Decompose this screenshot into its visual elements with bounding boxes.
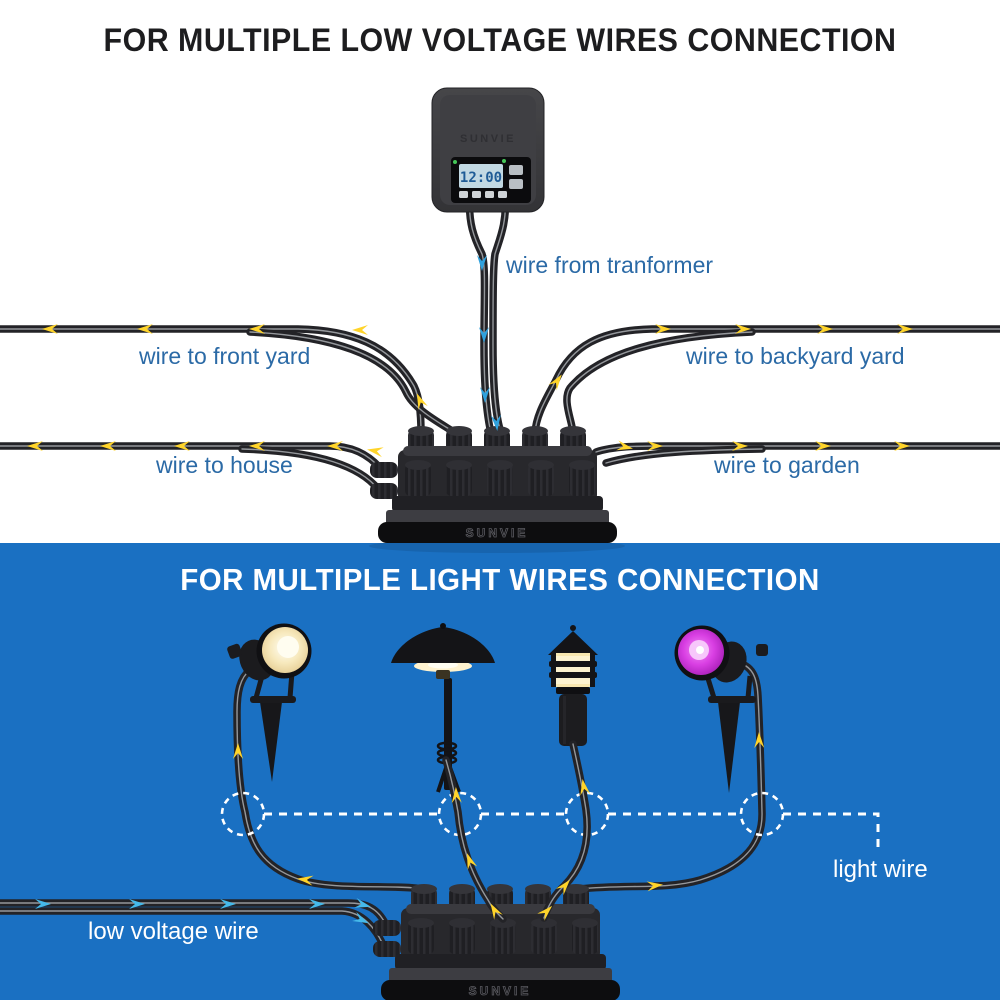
bottom-wires <box>0 662 762 947</box>
transformer-logo: SUNVIE <box>460 133 516 145</box>
panel-button <box>485 191 494 198</box>
lcd-screen <box>459 164 503 188</box>
light-bollard <box>548 625 598 746</box>
lcd-time: 12:00 <box>460 170 502 186</box>
light-wire-connection-guides <box>220 791 880 850</box>
label-wire-to-garden: wire to garden <box>714 452 860 478</box>
ground-spike <box>260 702 282 782</box>
label-wire-to-backyard-yard: wire to backyard yard <box>686 343 905 369</box>
connection-point <box>220 791 266 837</box>
connector-hub-bottom <box>372 883 621 1000</box>
light-pagoda-path <box>391 623 495 793</box>
connection-point <box>739 791 785 837</box>
transformer-control-panel: 12:00 <box>451 157 531 203</box>
top-section-title: FOR MULTIPLE LOW VOLTAGE WIRES CONNECTIO… <box>103 22 897 58</box>
label-wire-to-house: wire to house <box>156 452 293 478</box>
panel-button <box>498 191 507 198</box>
transformer: SUNVIE 12:00 <box>431 87 545 213</box>
side-button <box>509 179 523 189</box>
bottom-flow-arrows <box>35 731 765 928</box>
side-button <box>509 165 523 175</box>
pagoda-hat <box>391 627 495 663</box>
bollard-cap <box>548 631 598 655</box>
panel-button <box>459 191 468 198</box>
connector-hub-top <box>369 425 618 544</box>
label-wire-from-transformer: wire from tranformer <box>506 252 714 278</box>
light-purple-spotlight <box>674 625 768 793</box>
connection-point <box>564 791 610 837</box>
bottom-section-title: FOR MULTIPLE LIGHT WIRES CONNECTION <box>180 562 820 597</box>
status-indicator-led <box>502 159 506 163</box>
label-low-voltage-wire: low voltage wire <box>88 918 259 945</box>
label-light-wire: light wire <box>833 856 928 883</box>
label-wire-to-front-yard: wire to front yard <box>139 343 311 369</box>
connection-point <box>437 791 483 837</box>
panel-button <box>472 191 481 198</box>
light-warm-spotlight <box>227 623 312 782</box>
power-indicator-led <box>453 160 457 164</box>
ground-spike <box>718 702 740 793</box>
